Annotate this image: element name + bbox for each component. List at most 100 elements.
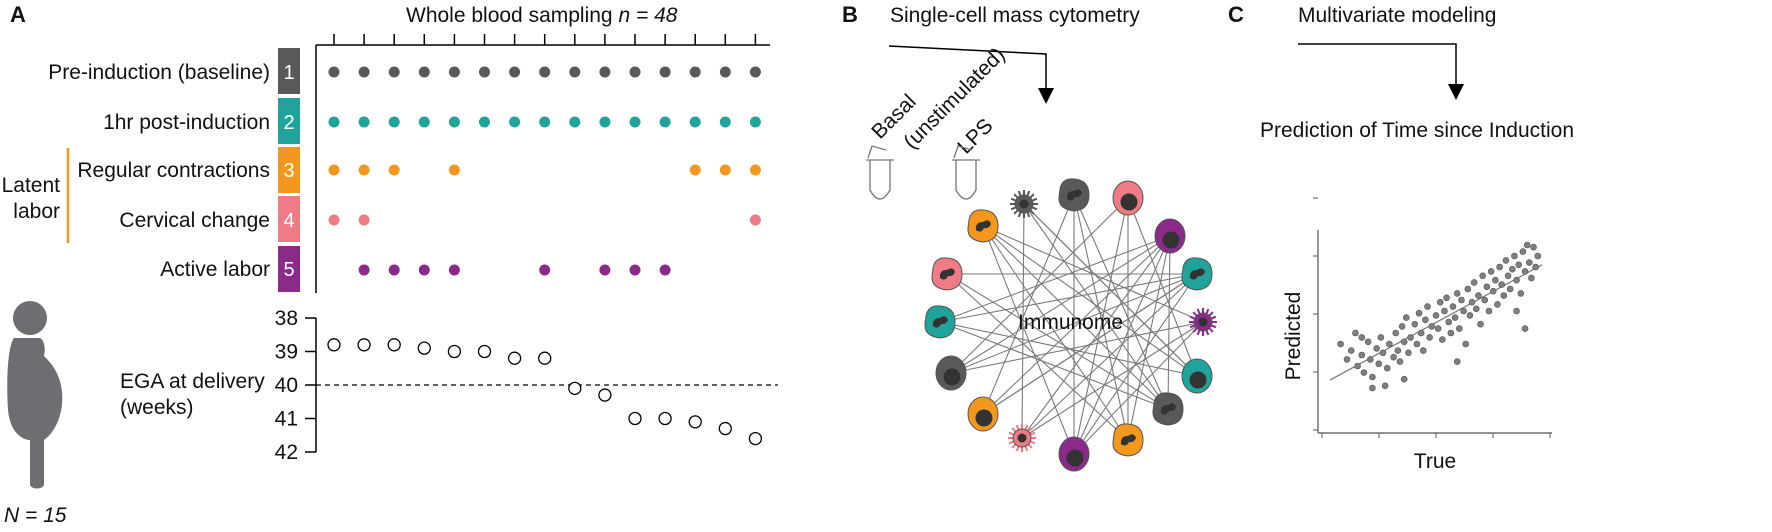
stage-row-5: Active labor 5 bbox=[160, 246, 300, 292]
scatter-point bbox=[1377, 334, 1385, 341]
network-edge bbox=[982, 273, 1198, 415]
scatter-point bbox=[1528, 274, 1535, 282]
panel-b-letter: B bbox=[842, 2, 858, 27]
scatter-point bbox=[1415, 309, 1423, 317]
cell-nucleus bbox=[1066, 189, 1082, 201]
ega-marker bbox=[568, 381, 582, 396]
scatter-point bbox=[1373, 345, 1380, 352]
sample-dot bbox=[328, 116, 340, 128]
immunome-network-edges bbox=[939, 194, 1204, 455]
scatter-point bbox=[1464, 285, 1472, 293]
scatter-point bbox=[1352, 329, 1359, 337]
scatter-point bbox=[1513, 276, 1520, 284]
sample-dot bbox=[599, 116, 611, 128]
basal-tube-icon bbox=[866, 145, 894, 200]
scatter-point bbox=[1534, 252, 1542, 260]
sample-dot bbox=[358, 164, 370, 176]
scatter-point bbox=[1519, 248, 1527, 255]
lps-label: LPS bbox=[953, 114, 997, 158]
network-edge bbox=[982, 235, 1171, 415]
stage-number-badge bbox=[278, 147, 300, 193]
scatter-point bbox=[1506, 285, 1514, 293]
network-edge bbox=[946, 273, 1129, 441]
scatter-point bbox=[1366, 356, 1374, 363]
scatter-point bbox=[1369, 373, 1376, 381]
lps-tube-icon bbox=[952, 145, 980, 200]
ega-marker bbox=[718, 421, 732, 436]
stage-label: Cervical change bbox=[119, 209, 270, 232]
scatter-point bbox=[1354, 362, 1361, 370]
scatter-point bbox=[1468, 298, 1476, 306]
sample-dot bbox=[659, 66, 671, 78]
ega-marker bbox=[447, 344, 462, 359]
panel-b-arrowhead bbox=[1038, 88, 1054, 104]
sample-dot bbox=[749, 164, 761, 176]
network-edge bbox=[1127, 197, 1198, 377]
sample-dot bbox=[358, 214, 370, 226]
scatter-point bbox=[1485, 307, 1493, 315]
stage-row-1: Pre-induction (baseline) 1 bbox=[48, 48, 300, 94]
scatter-point bbox=[1504, 272, 1512, 280]
network-edge bbox=[1073, 197, 1129, 455]
cell-nucleus bbox=[1120, 434, 1136, 446]
scatter-point bbox=[1525, 259, 1533, 266]
scatter-point bbox=[1530, 243, 1537, 251]
scatter-point bbox=[1502, 257, 1510, 264]
sample-dot bbox=[569, 116, 581, 128]
sample-dot bbox=[328, 66, 340, 78]
scatter-point bbox=[1405, 349, 1412, 357]
ega-label-line1: EGA at delivery bbox=[120, 370, 265, 393]
immune-cell-icon bbox=[967, 209, 999, 243]
scatter-point bbox=[1479, 272, 1486, 280]
scatter-point bbox=[1392, 329, 1400, 337]
pregnant-woman-icon bbox=[7, 301, 63, 489]
scatter-point bbox=[1453, 290, 1461, 297]
scatter-point bbox=[1381, 382, 1389, 390]
scatter-point bbox=[1456, 325, 1463, 332]
network-edge bbox=[1073, 194, 1169, 410]
scatter-point bbox=[1477, 320, 1484, 328]
scatter-fit-line bbox=[1329, 264, 1543, 381]
cell-nucleus bbox=[1019, 199, 1029, 209]
sample-dot bbox=[448, 66, 460, 78]
network-edge bbox=[950, 321, 1204, 374]
latent-labor-label-line1: Latent bbox=[2, 174, 61, 197]
scatter-point bbox=[1403, 314, 1410, 321]
cell-nucleus bbox=[1189, 371, 1207, 389]
ega-marker bbox=[598, 388, 612, 402]
panel-b: B Single-cell mass cytometry Basal (unst… bbox=[842, 2, 1217, 472]
network-edge bbox=[939, 321, 1169, 410]
scatter-point bbox=[1428, 323, 1436, 330]
immune-cell-icon bbox=[1112, 423, 1144, 457]
scatter-point bbox=[1445, 318, 1453, 326]
stage-number: 5 bbox=[283, 259, 294, 281]
stage-number-badge bbox=[278, 98, 300, 144]
scatter-point bbox=[1472, 305, 1480, 313]
stage-number: 2 bbox=[283, 112, 294, 134]
cell-nucleus bbox=[1017, 433, 1027, 443]
scatter-point bbox=[1453, 358, 1461, 365]
scatter-point bbox=[1413, 340, 1421, 348]
stage-number: 3 bbox=[283, 160, 294, 182]
scatter-point bbox=[1383, 364, 1391, 372]
scatter-point bbox=[1489, 287, 1497, 295]
sample-dots bbox=[328, 66, 761, 276]
immune-cell-icon bbox=[1010, 190, 1038, 218]
network-edge bbox=[1073, 273, 1198, 455]
scatter-point bbox=[1515, 261, 1522, 269]
scatter-point bbox=[1343, 356, 1351, 363]
scatter-point bbox=[1379, 349, 1387, 357]
immune-cell-icon bbox=[1058, 436, 1090, 472]
ega-marker bbox=[688, 415, 702, 429]
network-edge bbox=[939, 273, 1198, 323]
scatter-point bbox=[1521, 268, 1529, 275]
sample-dot bbox=[719, 66, 731, 78]
sample-dot bbox=[539, 264, 551, 276]
immune-cell-icon bbox=[1112, 180, 1144, 216]
scatter-point bbox=[1500, 292, 1508, 299]
immune-cell-icon bbox=[924, 305, 956, 339]
sample-dot bbox=[629, 66, 641, 78]
sample-dot bbox=[659, 116, 671, 128]
immunome-network-cells bbox=[924, 178, 1217, 472]
